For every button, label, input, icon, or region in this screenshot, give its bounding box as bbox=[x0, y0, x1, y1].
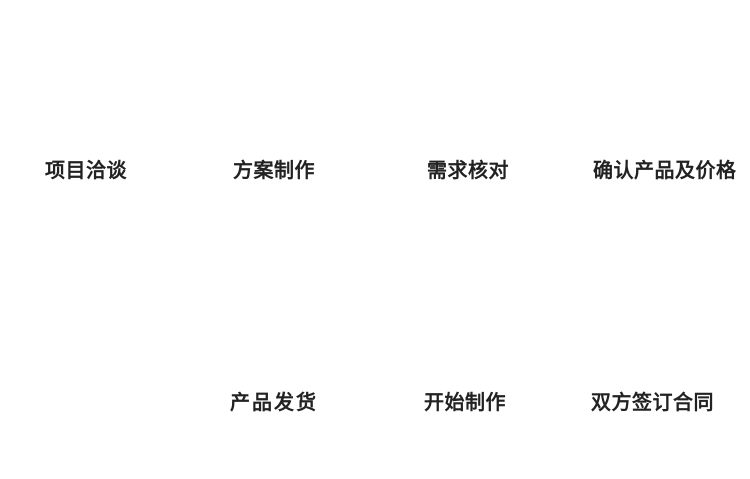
step-sign-contract-label: 双方签订合同 bbox=[591, 392, 714, 414]
step-product-shipping-label: 产品发货 bbox=[230, 392, 318, 414]
step-start-production-label: 开始制作 bbox=[424, 392, 506, 414]
step-plan-creation-label: 方案制作 bbox=[233, 160, 315, 182]
step-confirm-product-price-label: 确认产品及价格 bbox=[593, 160, 737, 182]
step-requirement-check-label: 需求核对 bbox=[427, 160, 509, 182]
step-project-discussion-label: 项目洽谈 bbox=[45, 160, 127, 182]
